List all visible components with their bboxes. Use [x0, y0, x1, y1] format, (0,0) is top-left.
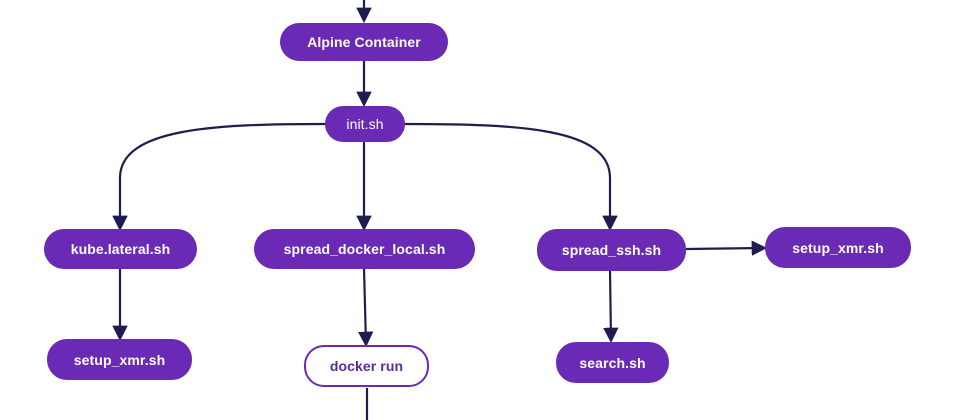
setup-xmr-right-node[interactable]: setup_xmr.sh: [765, 227, 911, 268]
spread-docker-local-sh-node[interactable]: spread_docker_local.sh: [254, 229, 475, 269]
alpine-container-node[interactable]: Alpine Container: [280, 23, 448, 61]
kube-lateral-sh-node[interactable]: kube.lateral.sh: [44, 229, 197, 269]
edge-ssh-to-setup-xmr: [685, 240, 768, 256]
edge-ssh-to-search: [603, 269, 619, 344]
edge-docker-local-to-docker-run: [357, 267, 374, 348]
edge-init-to-kube: [112, 122, 326, 232]
setup-xmr-left-node[interactable]: setup_xmr.sh: [47, 339, 192, 380]
edge-init-to-ssh: [403, 122, 618, 232]
docker-run-node[interactable]: docker run: [304, 345, 429, 387]
search-sh-node[interactable]: search.sh: [556, 342, 669, 383]
init-sh-node[interactable]: init.sh: [325, 106, 405, 142]
spread-ssh-sh-node[interactable]: spread_ssh.sh: [537, 229, 686, 271]
